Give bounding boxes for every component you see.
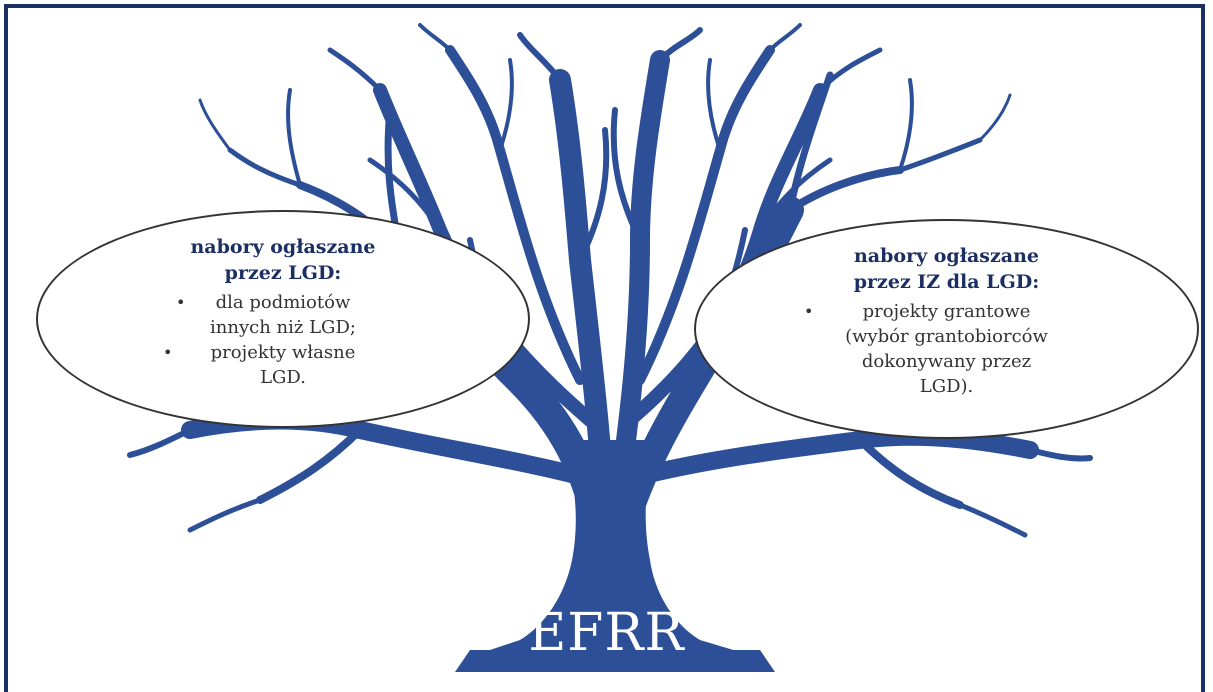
tree-limb [605, 50, 670, 530]
tree-branch [897, 137, 983, 173]
tree-branch [517, 32, 563, 83]
tree-trunk [475, 440, 750, 655]
tree-branch [817, 47, 883, 93]
tree-limb [445, 45, 585, 385]
left-ellipse-title: nabory ogłaszane przez LGD: [38, 234, 528, 286]
tree-branch [256, 426, 364, 504]
title-line: nabory ogłaszane [853, 245, 1040, 267]
tree-branch [227, 147, 303, 188]
item-line: dokonywany przez [861, 351, 1032, 372]
bullet-icon: • [804, 302, 814, 321]
tree-branch [127, 427, 193, 458]
tree-branch [610, 107, 643, 243]
tree-limb [635, 45, 775, 385]
item-line: projekty własne [210, 342, 356, 363]
tree-branch [978, 93, 1012, 142]
tree-branch [498, 58, 514, 152]
list-item: • dla podmiotów innych niż LGD; [38, 290, 528, 340]
right-ellipse-list: • projekty grantowe (wybór grantobiorców… [696, 299, 1197, 399]
item-line: projekty grantowe [862, 301, 1031, 322]
tree-branch [1027, 447, 1093, 462]
list-item: • projekty własne LGD. [38, 340, 528, 390]
item-line: dla podmiotów [215, 292, 351, 313]
tree-branch [957, 502, 1028, 538]
tree-branch [577, 127, 610, 263]
left-ellipse: nabory ogłaszane przez LGD: • dla podmio… [36, 210, 530, 428]
bullet-icon: • [176, 293, 186, 312]
title-line: nabory ogłaszane [190, 236, 376, 258]
tree-branch [898, 78, 914, 172]
list-item: • projekty grantowe (wybór grantobiorców… [696, 299, 1197, 399]
tree-branch [327, 47, 383, 93]
title-line: przez LGD: [224, 262, 342, 284]
right-ellipse-title: nabory ogłaszane przez IZ dla LGD: [696, 243, 1197, 295]
bullet-icon: • [163, 343, 173, 362]
tree-limb [616, 427, 1039, 489]
tree-branch [757, 157, 833, 233]
tree-branch [418, 23, 452, 52]
tree-root-base [455, 650, 775, 672]
tree-branch [786, 71, 834, 214]
item-line: (wybór grantobiorców [845, 326, 1048, 347]
tree-limb [623, 83, 827, 427]
tree-branch [768, 23, 802, 52]
tree-branch [187, 497, 263, 533]
item-line: innych niż LGD; [210, 317, 356, 338]
tree-branch [367, 157, 443, 233]
tree-branch [657, 27, 703, 63]
tree-branch [286, 88, 302, 187]
tree-branch [198, 98, 232, 152]
item-line: LGD. [260, 367, 306, 388]
title-line: przez IZ dla LGD: [853, 271, 1040, 293]
item-line: LGD). [919, 376, 974, 397]
tree-limb [181, 411, 604, 489]
tree-branch [706, 58, 722, 152]
left-ellipse-list: • dla podmiotów innych niż LGD; • projek… [38, 290, 528, 390]
trunk-label: EFRR [528, 603, 685, 663]
right-ellipse: nabory ogłaszane przez IZ dla LGD: • pro… [694, 219, 1199, 439]
tree-branch [786, 166, 904, 214]
tree-branch [856, 436, 964, 509]
